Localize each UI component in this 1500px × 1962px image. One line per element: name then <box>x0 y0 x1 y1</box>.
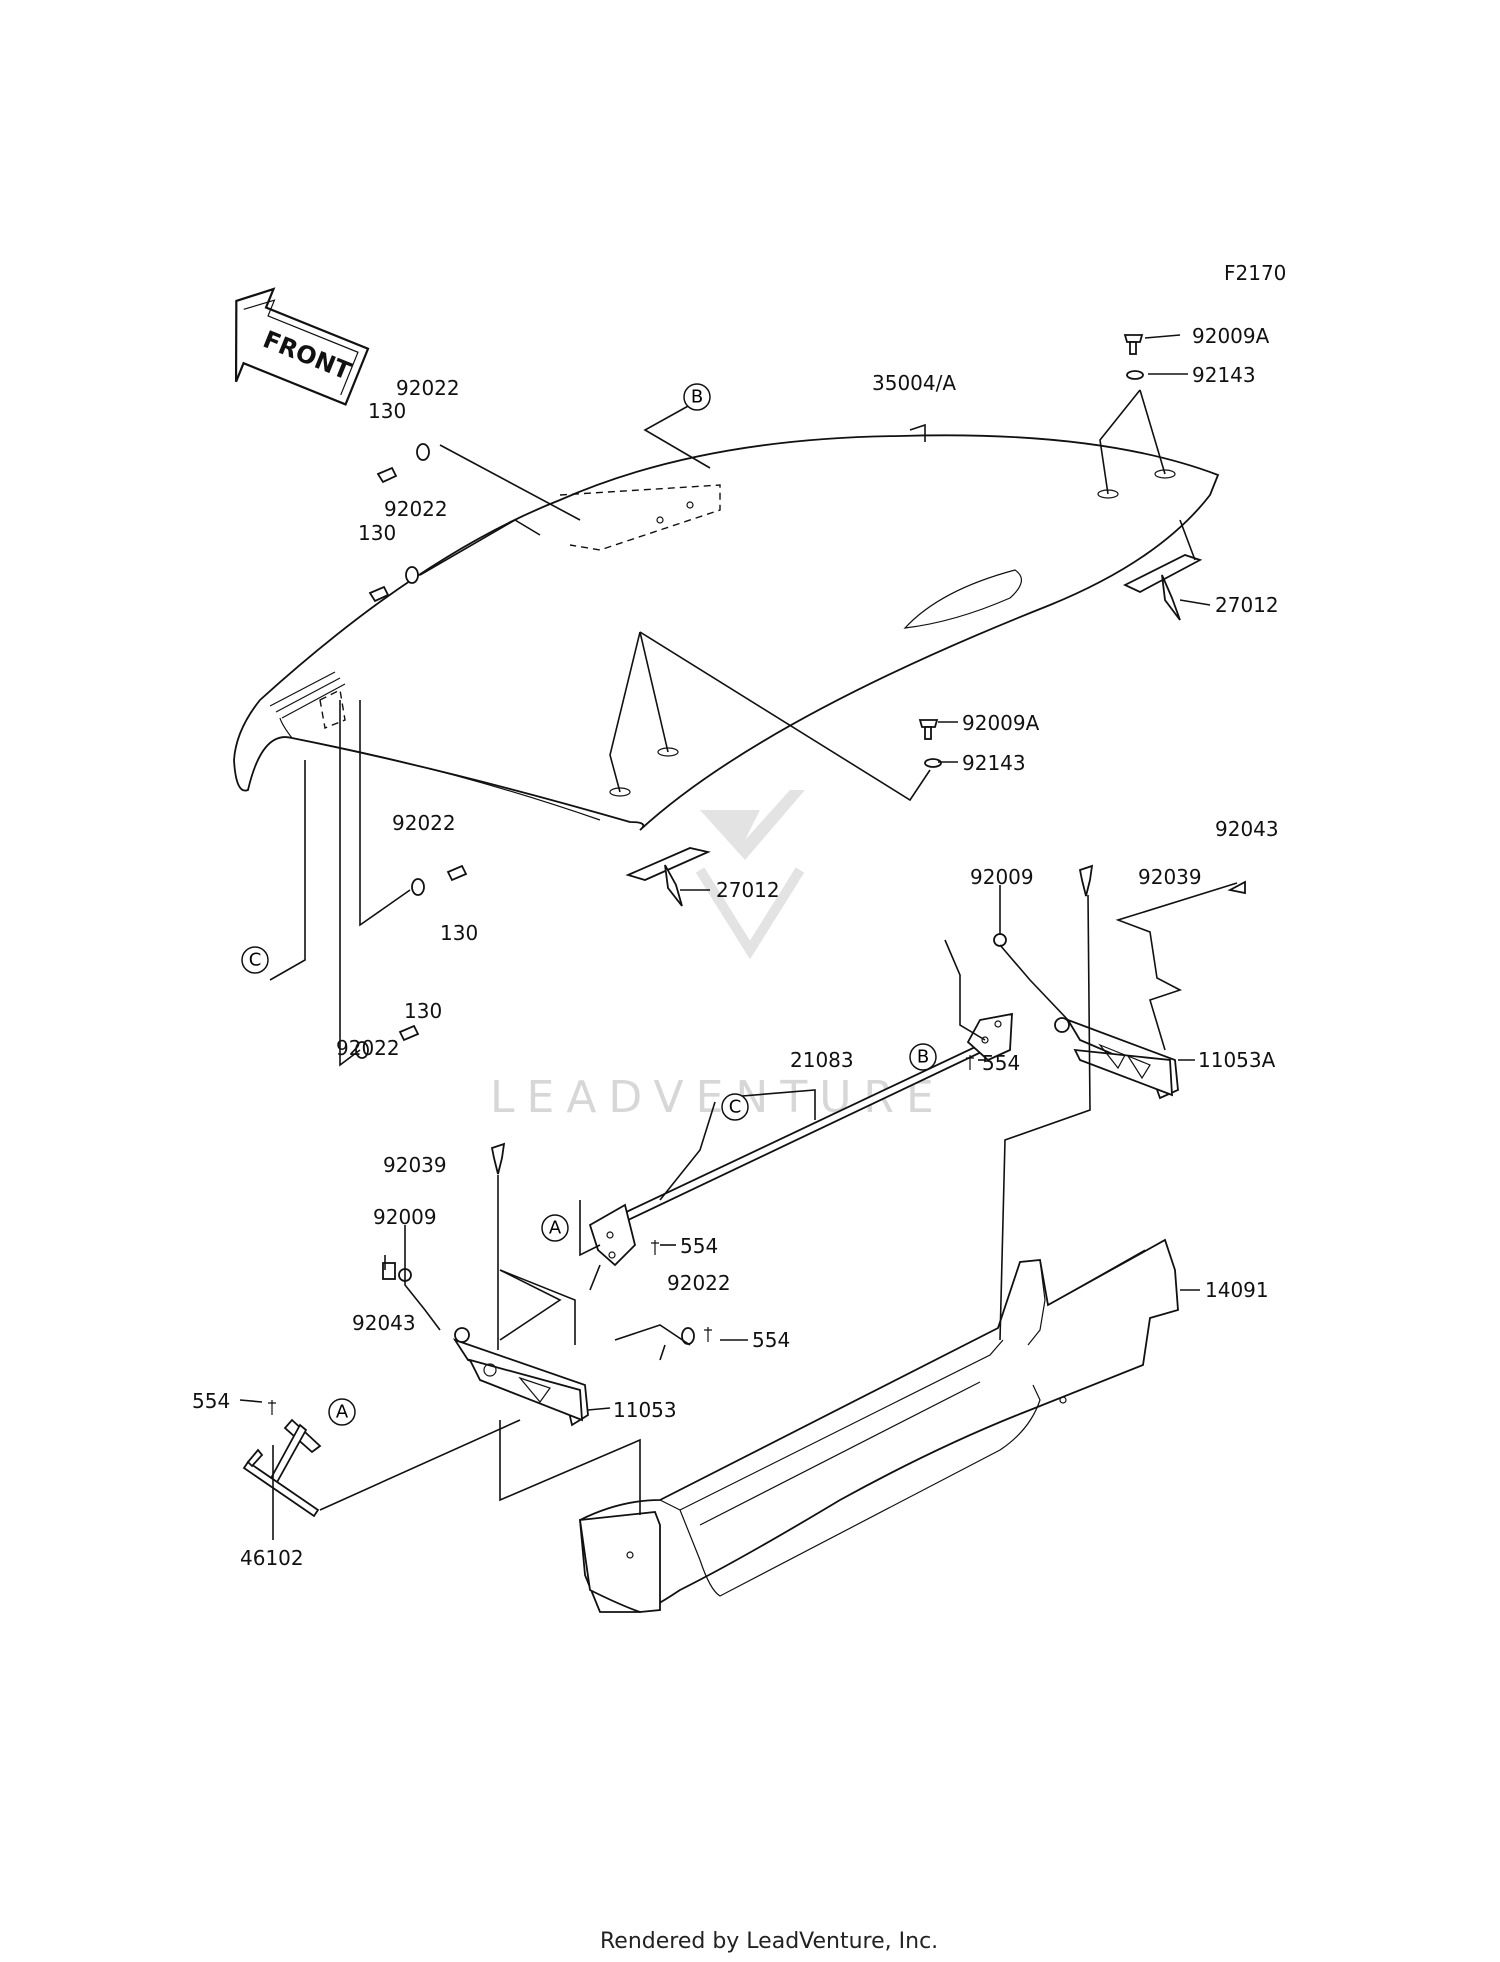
tray-14091 <box>578 1238 1179 1613</box>
part-554-4: 554 <box>192 1389 230 1413</box>
part-35004a: 35004/A <box>872 371 956 395</box>
part-92039-left: 92039 <box>383 1153 447 1177</box>
part-92022-2: 92022 <box>384 497 448 521</box>
callout-a-mid: A <box>541 1214 569 1242</box>
front-arrow: FRONT <box>234 287 370 406</box>
part-554-3: 554 <box>752 1328 790 1352</box>
bracket-11053a <box>1054 1017 1179 1100</box>
part-130-2: 130 <box>358 521 396 545</box>
svg-text:C: C <box>249 950 262 971</box>
callout-c-left: C <box>241 946 269 974</box>
diagram-code: F2170 <box>1224 261 1286 285</box>
svg-text:C: C <box>729 1097 742 1118</box>
callout-a-left: A <box>328 1398 356 1426</box>
part-92039-right: 92039 <box>1138 865 1202 889</box>
part-92022-5: 92022 <box>667 1271 731 1295</box>
svg-text:A: A <box>549 1218 562 1239</box>
part-14091: 14091 <box>1205 1278 1269 1302</box>
footer-credit: Rendered by LeadVenture, Inc. <box>600 1929 938 1954</box>
part-130-1: 130 <box>368 399 406 423</box>
part-27012-mid: 27012 <box>716 878 780 902</box>
part-46102: 46102 <box>240 1546 304 1570</box>
part-27012-right: 27012 <box>1215 593 1279 617</box>
part-92009-left: 92009 <box>373 1205 437 1229</box>
part-21083: 21083 <box>790 1048 854 1072</box>
svg-text:A: A <box>336 1402 349 1423</box>
clip-27012-mid <box>625 847 711 907</box>
part-92009a-top: 92009A <box>1192 324 1270 348</box>
part-11053a: 11053A <box>1198 1048 1276 1072</box>
leader-lines-lower <box>239 882 1238 1540</box>
part-92143-mid: 92143 <box>962 751 1026 775</box>
part-92022-4: 92022 <box>336 1036 400 1060</box>
svg-text:B: B <box>917 1047 929 1068</box>
clip-27012-right <box>1122 554 1203 621</box>
svg-text:B: B <box>691 387 703 408</box>
part-130-3: 130 <box>440 921 478 945</box>
part-92043-right: 92043 <box>1215 817 1279 841</box>
part-92043-left: 92043 <box>352 1311 416 1335</box>
part-11053: 11053 <box>613 1398 677 1422</box>
callout-b-lower: B <box>909 1043 937 1071</box>
rod-46102 <box>242 1418 322 1518</box>
bracket-11053 <box>452 1327 589 1427</box>
part-92022-3: 92022 <box>392 811 456 835</box>
part-554-2: 554 <box>680 1234 718 1258</box>
part-92009-right: 92009 <box>970 865 1034 889</box>
part-130-4: 130 <box>404 999 442 1023</box>
callout-c-lower: C <box>721 1093 749 1121</box>
part-92143-top: 92143 <box>1192 363 1256 387</box>
part-92022-1: 92022 <box>396 376 460 400</box>
fasteners-roof <box>355 334 1144 1059</box>
part-554-1: 554 <box>982 1051 1020 1075</box>
roof-panel <box>233 434 1220 831</box>
rod-21083 <box>588 1012 1013 1267</box>
watermark: LEADVENTURE <box>490 790 934 1123</box>
leader-lines-roof <box>269 334 1211 1067</box>
callout-b-top: B <box>683 383 711 411</box>
part-92009a-mid: 92009A <box>962 711 1040 735</box>
